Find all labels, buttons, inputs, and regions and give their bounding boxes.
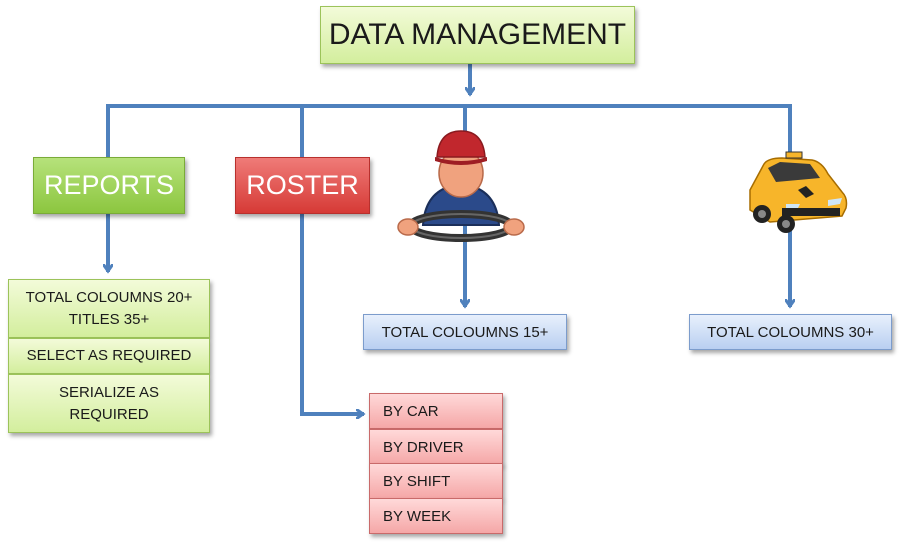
driver-columns-box: TOTAL COLOUMNS 15+: [363, 314, 567, 350]
roster-item-by-driver: BY DRIVER: [369, 429, 503, 465]
reports-item-total-columns: TOTAL COLOUMNS 20+ TITLES 35+: [8, 279, 210, 338]
reports-item-serialize: SERIALIZE AS REQUIRED: [8, 374, 210, 433]
taxi-car-icon: [749, 151, 848, 233]
reports-item-text: SELECT AS REQUIRED: [26, 347, 192, 364]
roster-box: ROSTER: [235, 157, 370, 214]
reports-box: REPORTS: [33, 157, 185, 214]
title-box: DATA MANAGEMENT: [320, 6, 635, 64]
roster-item-by-shift: BY SHIFT: [369, 463, 503, 499]
driver-with-steering-wheel-icon: [397, 130, 525, 242]
reports-item-text: TOTAL COLOUMNS 20+ TITLES 35+: [25, 288, 193, 328]
roster-item-by-car: BY CAR: [369, 393, 503, 429]
car-columns-box: TOTAL COLOUMNS 30+: [689, 314, 892, 350]
reports-item-select: SELECT AS REQUIRED: [8, 338, 210, 374]
reports-item-text: SERIALIZE AS REQUIRED: [58, 383, 160, 423]
roster-item-by-week: BY WEEK: [369, 498, 503, 534]
